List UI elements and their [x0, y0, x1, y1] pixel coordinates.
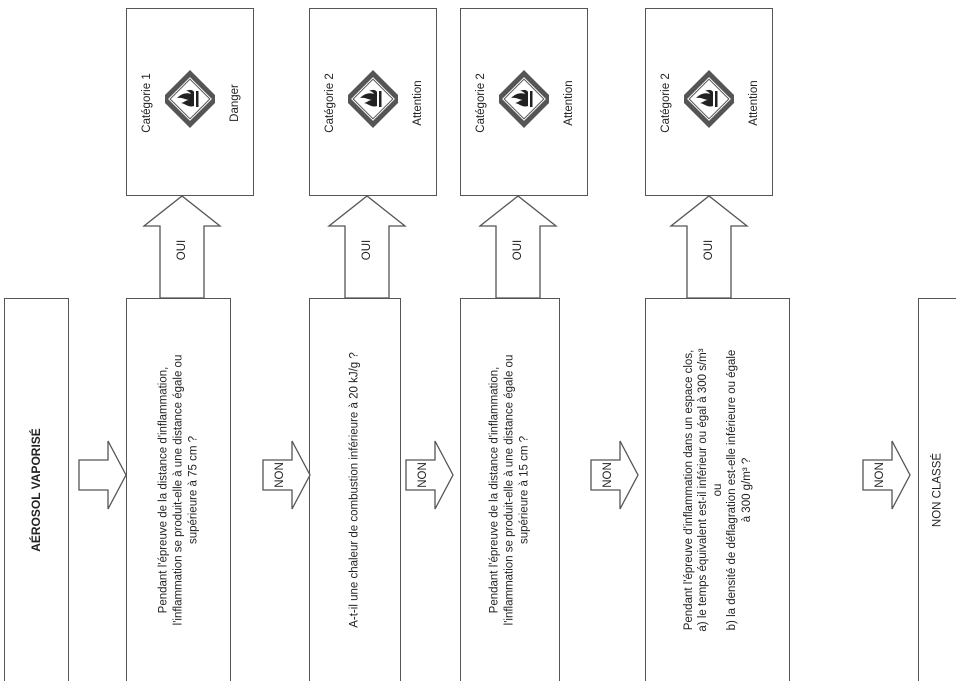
yes-arrow-3 [478, 195, 558, 299]
yes-label-4: OUI [703, 239, 715, 261]
start-arrow [78, 440, 127, 510]
question-box-2: A-t-il une chaleur de combustion inférie… [309, 298, 401, 681]
result-box-1: Catégorie 1 Danger [126, 8, 254, 196]
flame-icon [161, 70, 219, 128]
start-label: AÉROSOL VAPORISÉ [28, 428, 43, 552]
yes-arrow-2 [327, 195, 407, 299]
result-1-category: Catégorie 1 [141, 73, 153, 133]
no-arrow-3 [590, 440, 639, 510]
flame-icon [495, 70, 553, 128]
result-box-4: Catégorie 2 Attention [645, 8, 773, 196]
question-4-line-1: Pendant l'épreuve d'inflammation dans un… [682, 349, 695, 631]
yes-label-3: OUI [512, 239, 524, 261]
no-label-3: NON [602, 462, 614, 488]
no-arrow-4 [862, 440, 911, 510]
yes-label-1: OUI [176, 239, 188, 261]
flame-icon [680, 70, 738, 128]
question-4-line-4: b) la densité de déflagration est-elle i… [725, 349, 738, 631]
result-1-signal: Danger [229, 84, 241, 122]
end-label: NON CLASSÉ [931, 452, 944, 528]
question-box-4: Pendant l'épreuve d'inflammation dans un… [645, 298, 790, 681]
start-box: AÉROSOL VAPORISÉ [4, 298, 69, 681]
end-box: NON CLASSÉ [918, 298, 956, 681]
flame-pictogram-3 [495, 67, 553, 144]
question-3-line-2: l'inflammation se produit-elle à une dis… [503, 354, 516, 626]
yes-label-2: OUI [361, 239, 373, 261]
question-1-line-3: supérieure à 75 cm ? [186, 435, 199, 545]
yes-arrow-1 [142, 195, 222, 299]
no-arrow-2 [405, 440, 454, 510]
result-box-2: Catégorie 2 Attention [309, 8, 437, 196]
result-3-category: Catégorie 2 [475, 73, 487, 133]
result-4-category: Catégorie 2 [660, 73, 672, 133]
flame-pictogram-2 [344, 67, 402, 144]
no-label-1: NON [274, 462, 286, 488]
question-1-line-2: l'inflammation se produit-elle à une dis… [172, 354, 185, 626]
result-2-category: Catégorie 2 [324, 73, 336, 133]
result-2-signal: Attention [412, 80, 424, 126]
question-1-line-1: Pendant l'épreuve de la distance d'infla… [157, 366, 170, 614]
question-3-line-3: supérieure à 15 cm ? [518, 435, 531, 545]
result-box-3: Catégorie 2 Attention [460, 8, 588, 196]
no-label-2: NON [417, 462, 429, 488]
question-4-line-5: à 300 g/m³ ? [740, 457, 753, 523]
flame-icon [344, 70, 402, 128]
no-arrow-1 [262, 440, 311, 510]
question-box-1: Pendant l'épreuve de la distance d'infla… [126, 298, 231, 681]
yes-arrow-4 [669, 195, 749, 299]
question-4-line-3: ou [711, 483, 724, 497]
question-3-line-1: Pendant l'épreuve de la distance d'infla… [488, 366, 501, 614]
result-3-signal: Attention [563, 80, 575, 126]
flame-pictogram-4 [680, 67, 738, 144]
flame-pictogram-1 [161, 67, 219, 144]
question-2-line-1: A-t-il une chaleur de combustion inférie… [348, 352, 361, 628]
no-label-4: NON [874, 462, 886, 488]
question-4-line-2: a) le temps équivalent est-il inférieur … [696, 348, 709, 632]
result-4-signal: Attention [748, 80, 760, 126]
question-box-3: Pendant l'épreuve de la distance d'infla… [460, 298, 560, 681]
